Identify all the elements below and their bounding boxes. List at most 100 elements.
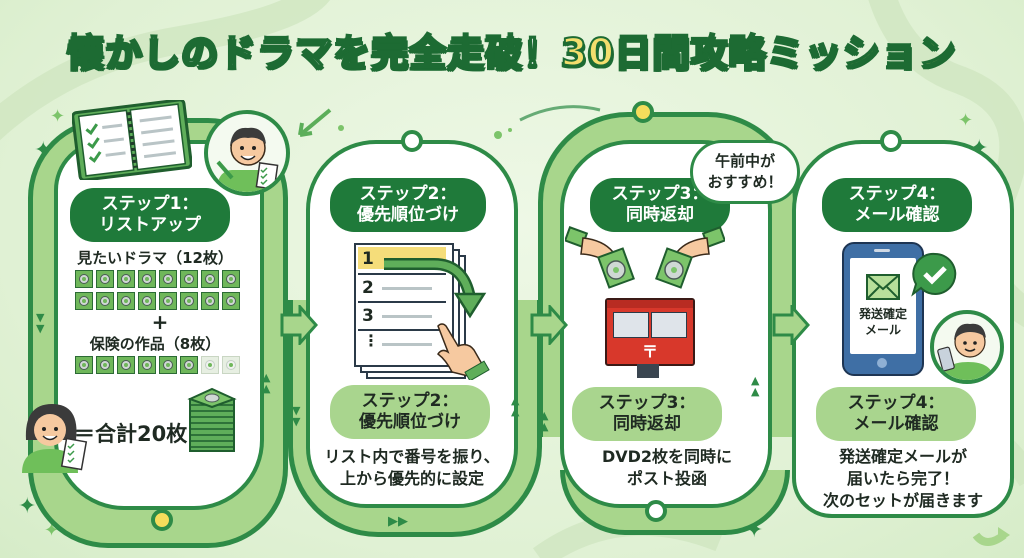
- track-marker-dot: [632, 101, 654, 123]
- dvd-icon: [159, 270, 177, 288]
- right-arrows-icon: ▶▶: [388, 514, 408, 529]
- step4-footer-line2: メール確認: [853, 414, 939, 434]
- cycle-arrow-icon: [972, 527, 1010, 546]
- right-flow-arrow-icon: [530, 305, 568, 345]
- dvd-faded-icon: [201, 356, 219, 374]
- pointing-hand-icon: [436, 323, 490, 380]
- list-item-number: ⋮: [363, 331, 379, 350]
- down-arrows-icon: ▼ ▼: [36, 311, 45, 335]
- dvd-icon: [96, 356, 114, 374]
- right-flow-arrow-icon: [280, 305, 318, 345]
- check-bubble-icon: [911, 252, 957, 297]
- priority-down-arrow-icon: [384, 258, 487, 319]
- up-arrows-icon: ▲ ▲: [511, 394, 520, 418]
- step3-footer-line1: ステップ3：: [598, 393, 696, 413]
- total-count-label: ＝合計20枚: [74, 422, 188, 446]
- dvd-icon: [180, 356, 198, 374]
- dvd-faded-icon: [222, 356, 240, 374]
- envelope-icon: [866, 274, 900, 300]
- down-arrows-icon: ▼ ▼: [292, 404, 301, 428]
- right-flow-arrow-icon: [772, 305, 810, 345]
- dvd-icon: [222, 270, 240, 288]
- dvd-icon: [117, 292, 135, 310]
- plus-sign: +: [151, 310, 169, 334]
- step4-header-line1: ステップ4：: [848, 184, 946, 204]
- avatar-boy-phone: [930, 310, 1004, 384]
- track-marker-dot: [401, 130, 423, 152]
- dvd-icon: [75, 270, 93, 288]
- step2-footer-line2: 優先順位づけ: [359, 412, 461, 432]
- avatar-boy-checklist: [204, 110, 290, 196]
- step2-desc-line1: リスト内で番号を振り、: [324, 447, 500, 466]
- dvd-icon: [75, 292, 93, 310]
- step3-footer-line2: 同時返却: [613, 414, 681, 434]
- step4-footer-badge: ステップ4： メール確認: [816, 387, 976, 441]
- step3-desc-line2: ポスト投函: [626, 469, 707, 488]
- step4-description: 発送確定メールが 届いたら完了！ 次のセットが届きます: [796, 446, 1010, 512]
- step3-desc-line1: DVD2枚を同時に: [601, 447, 733, 466]
- hands-returning-dvd-icon: [565, 226, 725, 289]
- track-marker-dot: [645, 500, 667, 522]
- list-item-number: 2: [362, 278, 374, 298]
- dvd-icon: [201, 270, 219, 288]
- step2-footer-line1: ステップ2：: [361, 391, 459, 411]
- list-item-number: 1: [362, 249, 374, 269]
- girl-with-checklist-icon: [22, 404, 88, 473]
- postbox-icon: 〒: [605, 298, 695, 366]
- smartphone-mail-icon: 発送確定 メール: [842, 242, 924, 376]
- want-dvd-row-1: [75, 270, 240, 288]
- step1-header-badge: ステップ1： リストアップ: [70, 188, 230, 242]
- dvd-icon: [96, 270, 114, 288]
- dvd-icon: [222, 292, 240, 310]
- ranked-list-icon: 1 2 3 ⋮: [354, 243, 466, 379]
- up-arrows-icon: ▲ ▲: [751, 374, 760, 398]
- step3-header-line1: ステップ3：: [611, 184, 709, 204]
- up-arrows-icon: ▲ ▲: [262, 371, 271, 395]
- step1-header-line2: リストアップ: [99, 215, 201, 235]
- list-item-number: 3: [362, 306, 374, 326]
- tip-speech-bubble: 午前中が おすすめ！: [690, 140, 800, 204]
- boy-with-checklist-icon: [216, 127, 279, 192]
- track-marker-dot: [151, 509, 173, 531]
- sparkle-icon: ✦: [958, 110, 974, 131]
- dvd-icon: [201, 292, 219, 310]
- step1-header-line1: ステップ1：: [101, 194, 199, 214]
- step2-header-line2: 優先順位づけ: [357, 205, 459, 225]
- step2-desc-line2: 上から優先的に設定: [339, 469, 484, 488]
- step2-footer-badge: ステップ2： 優先順位づけ: [330, 385, 490, 439]
- title-main: 懐かしのドラマを完全走破！: [66, 30, 562, 75]
- phone-text-line2: メール: [864, 323, 901, 337]
- step4-header-line2: メール確認: [854, 205, 940, 225]
- sparkle-icon: ✦: [50, 106, 66, 127]
- phone-text-line1: 発送確定: [858, 307, 907, 321]
- step3-header-badge: ステップ3： 同時返却: [590, 178, 730, 232]
- bubble-line2: おすすめ！: [707, 173, 783, 191]
- dvd-icon: [159, 356, 177, 374]
- step3-header-line2: 同時返却: [626, 205, 694, 225]
- want-drama-label: 見たいドラマ（12枚）: [77, 249, 233, 267]
- dvd-icon: [75, 356, 93, 374]
- page-title: 懐かしのドラマを完全走破！30日間攻略ミッション: [0, 22, 1024, 76]
- title-mission: 30日間攻略ミッション: [560, 30, 957, 75]
- dvd-icon: [138, 356, 156, 374]
- step4-footer-line1: ステップ4：: [847, 393, 945, 413]
- dvd-stack-icon: [187, 387, 237, 452]
- step2-header-badge: ステップ2： 優先順位づけ: [330, 178, 486, 232]
- up-arrows-icon: ▲ ▲: [540, 409, 549, 433]
- want-dvd-row-2: [75, 292, 240, 310]
- track-marker-dot: [880, 130, 902, 152]
- backup-works-label: 保険の作品（8枚）: [89, 335, 221, 353]
- dvd-icon: [159, 292, 177, 310]
- step4-desc-line1: 発送確定メールが: [838, 447, 967, 466]
- dvd-icon: [117, 356, 135, 374]
- dvd-icon: [180, 292, 198, 310]
- step2-header-line1: ステップ2：: [359, 184, 457, 204]
- postbox-stand: [637, 364, 659, 378]
- phone-mail-text: 発送確定 メール: [844, 306, 922, 338]
- sparkle-icon: ✦: [18, 494, 37, 519]
- dvd-icon: [96, 292, 114, 310]
- notebook-checklist-icon: [72, 100, 192, 180]
- dvd-icon: [138, 292, 156, 310]
- step4-desc-line3: 次のセットが届きます: [822, 491, 983, 510]
- step2-description: リスト内で番号を振り、 上から優先的に設定: [310, 446, 514, 490]
